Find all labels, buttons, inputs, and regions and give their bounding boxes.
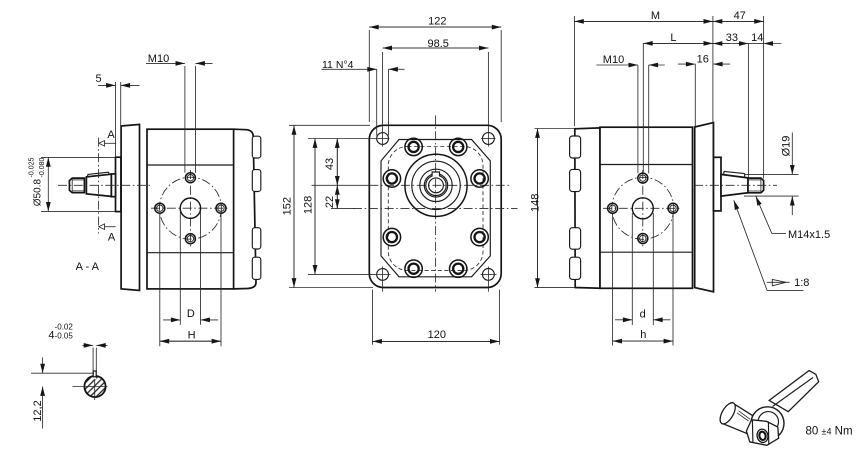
svg-text:A: A	[107, 129, 115, 141]
svg-text:22: 22	[324, 196, 336, 208]
svg-text:128: 128	[302, 196, 314, 214]
svg-text:-0.080: -0.080	[39, 157, 46, 177]
svg-text:43: 43	[324, 158, 336, 170]
svg-text:-0.02: -0.02	[55, 322, 74, 331]
svg-text:33: 33	[726, 32, 738, 44]
svg-text:5: 5	[95, 73, 101, 85]
svg-text:A - A: A - A	[76, 261, 100, 273]
svg-text:16: 16	[697, 54, 709, 66]
svg-text:11 N°4: 11 N°4	[322, 59, 354, 71]
svg-text:122: 122	[428, 16, 446, 28]
svg-text:148: 148	[530, 194, 542, 212]
svg-text:h: h	[640, 329, 646, 341]
svg-text:H: H	[188, 330, 196, 342]
svg-text:80 ±4 Nm: 80 ±4 Nm	[806, 425, 853, 437]
svg-text:D: D	[187, 308, 195, 320]
svg-text:1:8: 1:8	[794, 277, 809, 289]
svg-text:Ø19: Ø19	[780, 136, 792, 157]
svg-text:A: A	[108, 232, 116, 244]
svg-text:M10: M10	[603, 54, 624, 66]
svg-text:-0.05: -0.05	[55, 331, 74, 340]
svg-text:M14x1.5: M14x1.5	[788, 229, 830, 241]
svg-text:4: 4	[48, 330, 54, 342]
svg-text:98.5: 98.5	[427, 38, 448, 50]
svg-text:d: d	[640, 309, 646, 321]
svg-text:M: M	[651, 10, 660, 22]
svg-text:L: L	[670, 32, 676, 44]
svg-text:M10: M10	[148, 53, 169, 65]
svg-text:12,2: 12,2	[32, 400, 44, 421]
svg-text:120: 120	[428, 329, 446, 341]
svg-text:Ø50.8: Ø50.8	[33, 179, 44, 207]
svg-text:14: 14	[751, 32, 763, 44]
svg-text:152: 152	[282, 197, 294, 215]
svg-text:-0.025: -0.025	[29, 157, 36, 177]
svg-text:47: 47	[734, 10, 746, 22]
